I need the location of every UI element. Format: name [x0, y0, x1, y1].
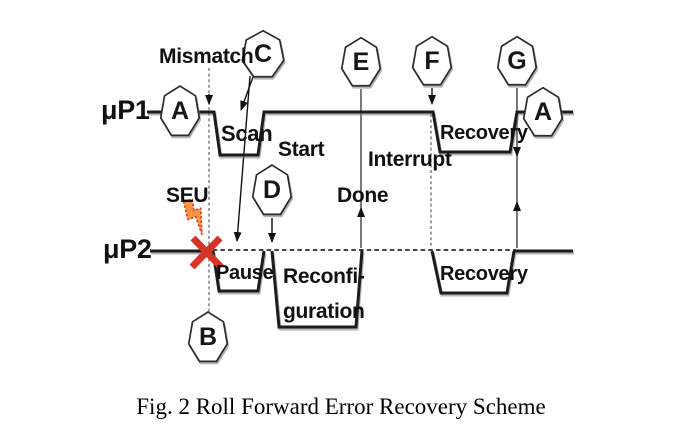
reconfiguration-state-label: Reconfi- guration [283, 265, 365, 323]
node-a-end-letter: A [533, 98, 553, 126]
x-mark-icon [189, 235, 224, 270]
c-to-pause-arrow [233, 75, 251, 242]
scan-state-label: Scan [221, 121, 273, 146]
up1-signal-label: μP1 [101, 95, 150, 125]
node-c-letter: C [253, 40, 273, 68]
up2-recovery-dip [430, 250, 516, 295]
up2-reconfiguration-dip [270, 249, 364, 329]
figure-caption: Fig. 2 Roll Forward Error Recovery Schem… [136, 394, 546, 419]
node-e-letter: E [352, 48, 370, 76]
up2-signal-label: μP2 [103, 234, 152, 264]
start-label: Start [278, 138, 325, 161]
lightning-bolt-icon [182, 198, 203, 236]
node-g-letter: G [507, 47, 527, 75]
node-d-letter: D [262, 176, 282, 204]
done-label: Done [337, 184, 389, 207]
recovery-up2-state-label: Recovery [440, 263, 528, 285]
seu-label: SEU [166, 184, 209, 207]
node-f-letter: F [424, 47, 440, 75]
recovery-up1-state-label: Recovery [440, 122, 528, 144]
pause-state-label: Pause [216, 262, 274, 284]
up2-pause-dip [211, 250, 266, 293]
node-b-letter: B [198, 323, 218, 351]
up1-waveform [147, 110, 573, 157]
c-to-scan-arrow [240, 76, 254, 111]
interrupt-label: Interrupt [368, 148, 452, 171]
mismatch-label: Mismatch [159, 45, 254, 68]
node-a-start-letter: A [170, 97, 190, 125]
